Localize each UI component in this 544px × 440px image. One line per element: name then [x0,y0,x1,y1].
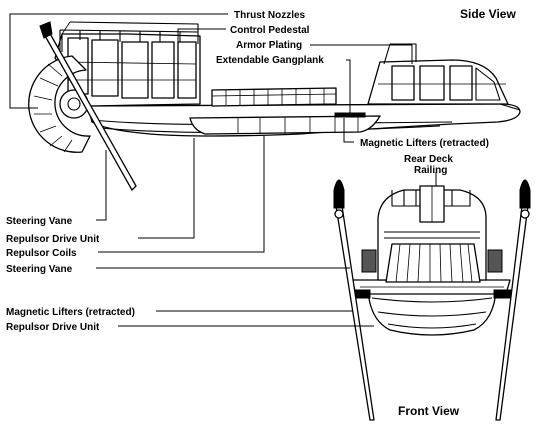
label-extendable-gangplank: Extendable Gangplank [216,55,324,66]
front-view-drawing [333,179,531,421]
label-control-pedestal: Control Pedestal [230,25,310,36]
armor-plating-rail [211,87,337,107]
label-rear-deck: Rear Deck [404,154,453,165]
label-steering-vane-1: Steering Vane [6,216,73,227]
steering-vane-front-right [495,205,529,421]
label-magnetic-lifters-front: Magnetic Lifters (retracted) [6,307,135,318]
front-view-title: Front View [398,404,460,418]
side-view-drawing [28,21,521,191]
label-magnetic-lifters-side: Magnetic Lifters (retracted) [360,138,489,149]
side-railing [59,29,199,56]
label-thrust-nozzles: Thrust Nozzles [234,10,306,21]
label-armor-plating: Armor Plating [236,40,302,51]
side-view-title: Side View [460,7,516,21]
label-repulsor-drive-unit-1: Repulsor Drive Unit [6,234,100,245]
label-repulsor-drive-unit-2: Repulsor Drive Unit [6,322,100,333]
steering-vane-front-left [335,205,375,421]
label-repulsor-coils: Repulsor Coils [6,248,77,259]
label-railing: Railing [414,165,447,176]
magnetic-lifter-front-right [493,289,513,299]
label-steering-vane-2: Steering Vane [6,264,73,275]
labels: Side View Front View Thrust Nozzles Cont… [6,7,516,418]
leader-lines [9,13,437,327]
